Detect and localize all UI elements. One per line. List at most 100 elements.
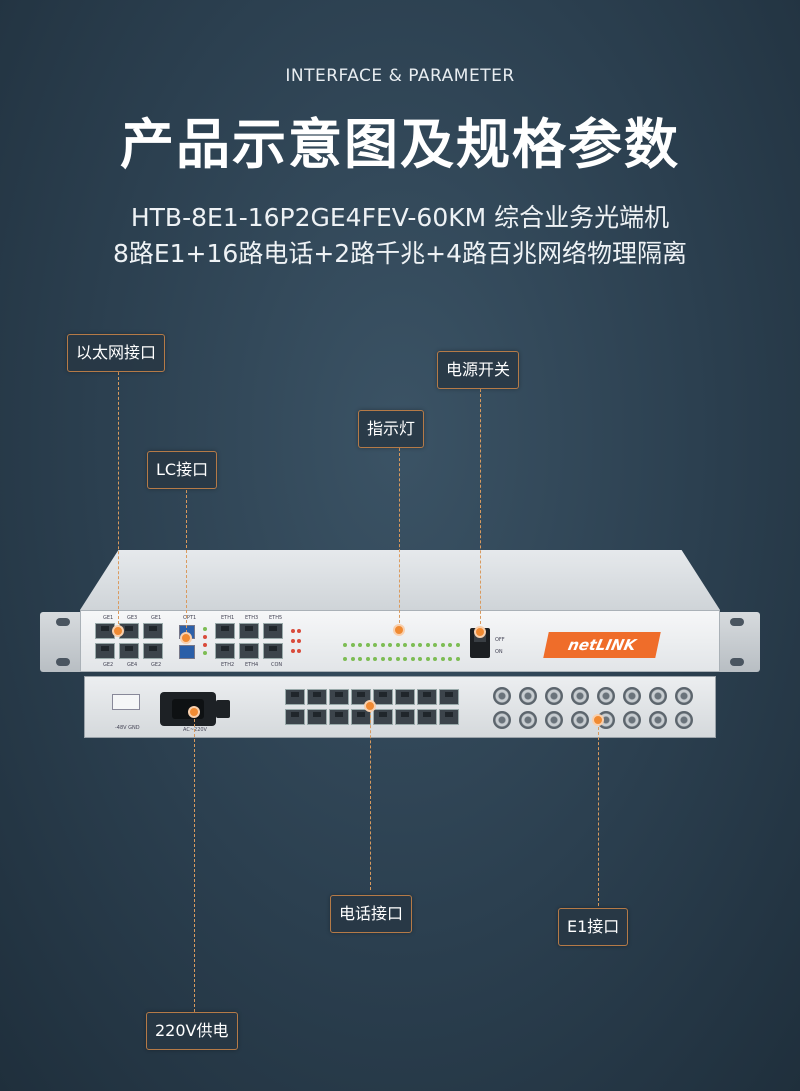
rack-ear-left: [40, 612, 86, 672]
brand-logo: netLINK: [543, 632, 661, 658]
led: [297, 649, 301, 653]
label-ge1b: GE1: [151, 615, 162, 621]
label-off: OFF: [495, 637, 505, 643]
led: [297, 639, 301, 643]
callout-ethernet: 以太网接口: [67, 334, 166, 372]
bnc-connector: [623, 687, 641, 705]
indicator-led: [448, 643, 452, 647]
indicator-led: [403, 657, 407, 661]
indicator-led: [433, 643, 437, 647]
label-eth5: ETH5: [269, 615, 283, 621]
unit-top-cover: [80, 550, 720, 610]
indicator-led: [425, 643, 430, 647]
indicator-led: [343, 657, 347, 661]
label-con: CON: [271, 662, 283, 668]
phone-port: [307, 689, 327, 705]
label-ge4: GE4: [127, 662, 138, 668]
bnc-connector: [571, 711, 589, 729]
indicator-led: [380, 643, 385, 647]
callout-power-switch: 电源开关: [437, 351, 520, 389]
indicator-led: [350, 643, 355, 647]
marker-power-switch: [474, 626, 486, 638]
indicator-led: [440, 643, 445, 647]
leader-phone: [370, 710, 371, 890]
indicator-led: [433, 657, 437, 661]
indicator-led: [410, 643, 415, 647]
ge-port: [143, 643, 163, 659]
indicator-led: [418, 643, 422, 647]
indicator-led: [455, 657, 460, 661]
indicator-led: [365, 643, 370, 647]
indicator-led: [425, 657, 430, 661]
bnc-connector: [545, 687, 563, 705]
label-ge1: GE1: [103, 615, 114, 621]
ac-power-switch: [216, 700, 230, 718]
phone-port: [395, 689, 415, 705]
led: [291, 639, 295, 643]
led: [291, 629, 295, 633]
indicator-led: [395, 657, 400, 661]
label-on: ON: [495, 649, 503, 655]
led: [297, 629, 301, 633]
callout-power-supply: 220V供电: [146, 1012, 238, 1050]
marker-ethernet: [112, 625, 124, 637]
led: [203, 635, 207, 639]
leader-power-supply: [194, 714, 195, 1012]
bnc-connector: [675, 711, 693, 729]
marker-phone: [364, 700, 376, 712]
indicator-led: [343, 643, 347, 647]
indicator-led: [395, 643, 400, 647]
label-eth2: ETH2: [221, 662, 235, 668]
indicator-led: [373, 643, 377, 647]
label-eth3: ETH3: [245, 615, 259, 621]
bnc-connector: [519, 687, 537, 705]
lc-port: [179, 645, 195, 659]
marker-e1: [592, 714, 604, 726]
led: [203, 643, 207, 647]
label-ge3: GE3: [127, 615, 138, 621]
leader-power-switch: [480, 389, 481, 629]
phone-port: [285, 689, 305, 705]
indicator-led: [358, 643, 362, 647]
callout-lc: LC接口: [147, 451, 218, 489]
ear-hole: [730, 658, 744, 666]
bnc-connector: [649, 687, 667, 705]
phone-port: [417, 709, 437, 725]
led: [203, 651, 207, 655]
label-eth4: ETH4: [245, 662, 259, 668]
label-ge2: GE2: [103, 662, 114, 668]
indicator-led: [358, 657, 362, 661]
phone-port: [395, 709, 415, 725]
bnc-connector: [571, 687, 589, 705]
bnc-connector: [519, 711, 537, 729]
ge-port: [95, 643, 115, 659]
bnc-connector: [675, 687, 693, 705]
phone-port: [439, 689, 459, 705]
callout-e1: E1接口: [558, 908, 629, 946]
eth-port: [239, 623, 259, 639]
indicator-led: [403, 643, 407, 647]
ear-hole: [56, 658, 70, 666]
phone-port: [439, 709, 459, 725]
eth-port: [215, 643, 235, 659]
subtitle-en: INTERFACE & PARAMETER: [285, 66, 515, 86]
callout-indicator: 指示灯: [358, 410, 425, 448]
indicator-led: [410, 657, 415, 661]
leader-ethernet: [118, 372, 119, 624]
label-ge2b: GE2: [151, 662, 162, 668]
marker-indicator: [393, 624, 405, 636]
led: [203, 627, 207, 631]
label-dc: -48V GND: [115, 725, 140, 731]
bnc-connector: [597, 687, 615, 705]
eth-port: [215, 623, 235, 639]
marker-lc: [180, 632, 192, 644]
bnc-connector: [545, 711, 563, 729]
model-line: HTB-8E1-16P2GE4FEV-60KM 综合业务光端机: [130, 203, 670, 232]
label-eth1: ETH1: [221, 615, 235, 621]
led: [291, 649, 295, 653]
phone-port: [285, 709, 305, 725]
eth-port: [263, 643, 283, 659]
bnc-connector: [623, 711, 641, 729]
blank-plate: [112, 694, 140, 710]
eth-port: [263, 623, 283, 639]
